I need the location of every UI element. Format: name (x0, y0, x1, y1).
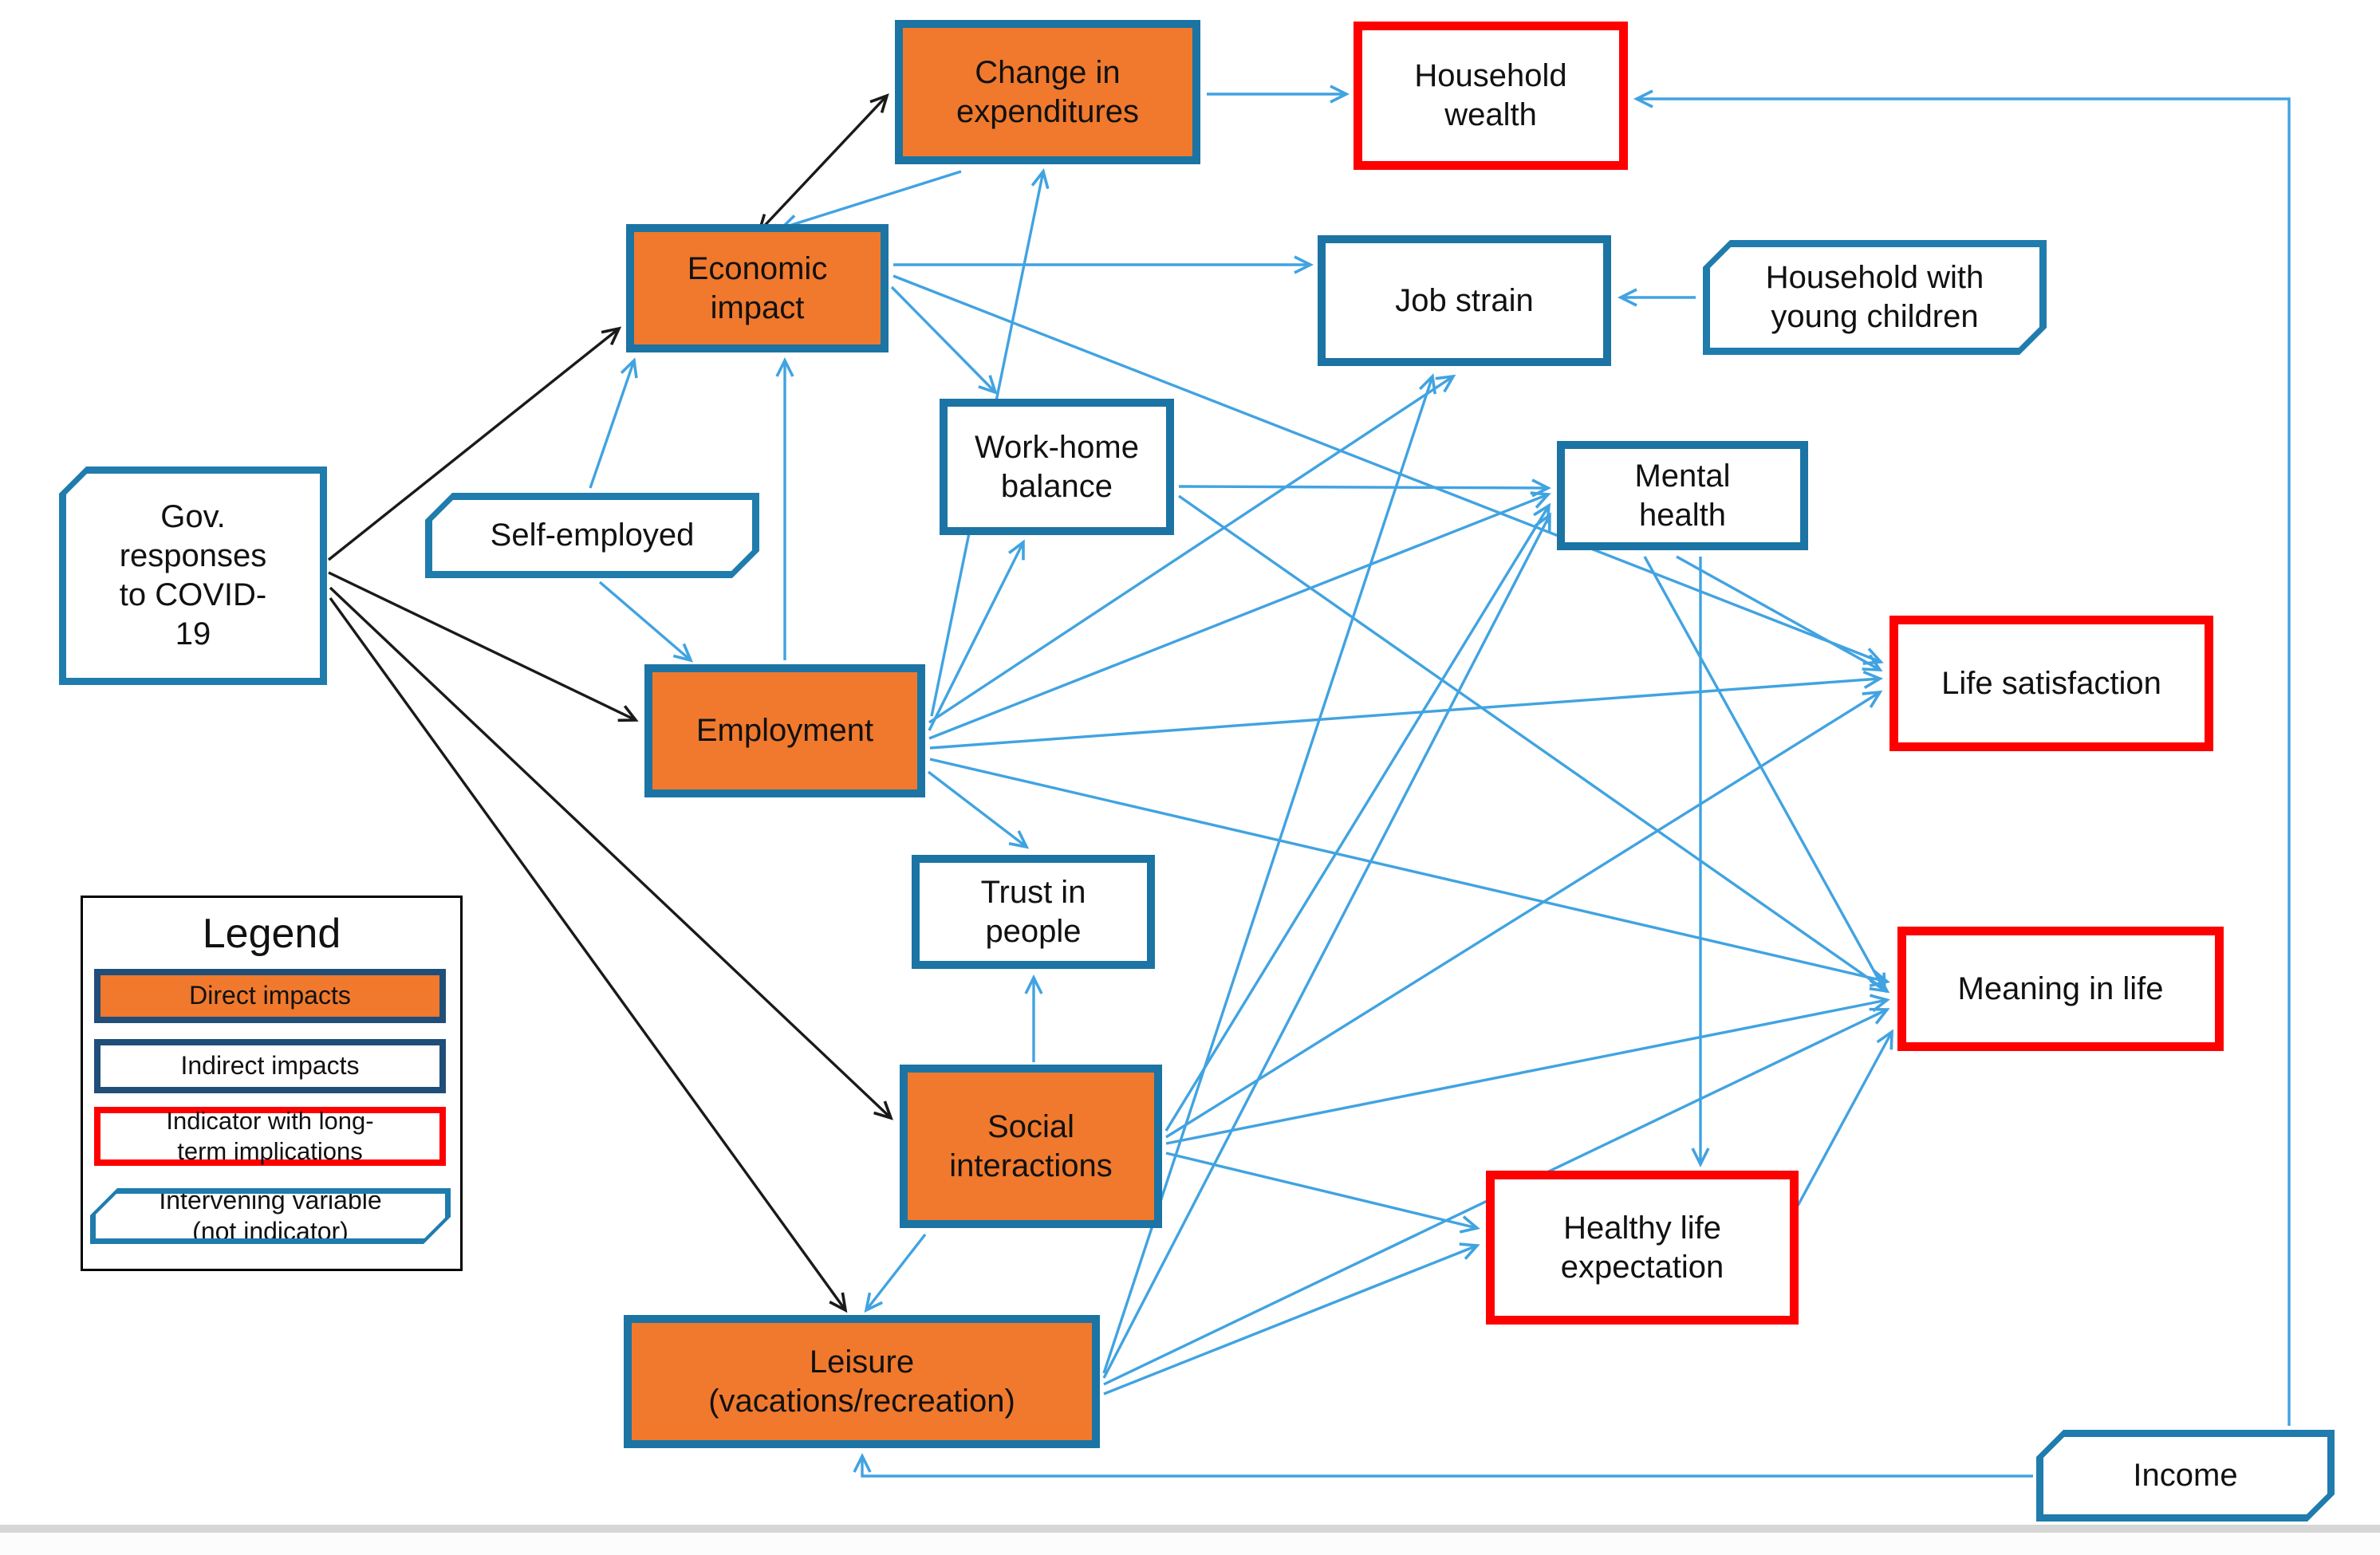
edge-employment-to-life_satisfaction (929, 670, 1884, 750)
node-household_children: Household with young children (1703, 240, 2047, 355)
node-employment: Employment (644, 664, 925, 797)
edge-gov_responses-to-social_interactions (329, 586, 893, 1120)
node-gov_responses: Gov. responses to COVID- 19 (59, 467, 327, 685)
node-label-healthy_life: Healthy life expectation (1495, 1179, 1790, 1316)
node-self_employed: Self-employed (425, 493, 759, 578)
edge-work_home_balance-to-meaning_life (1178, 494, 1890, 994)
edge-economic_impact-to-work_home_balance (890, 285, 998, 395)
node-label-mental_health: Mental health (1565, 449, 1800, 542)
edge-income-to-household_wealth (1633, 89, 2291, 1426)
edge-gov_responses-to-employment (328, 571, 639, 722)
edge-mental_health-to-life_satisfaction (1676, 555, 1883, 671)
edge-healthy_life-to-meaning_life (1796, 1029, 1893, 1207)
node-legend_indirect: Indirect impacts (94, 1039, 446, 1093)
node-label-social_interactions: Social interactions (908, 1073, 1154, 1220)
edge-leisure-to-healthy_life (1103, 1242, 1480, 1396)
edge-employment-to-work_home_balance (928, 539, 1025, 731)
node-income: Income (2036, 1430, 2335, 1522)
edge-employment-to-meaning_life (929, 758, 1890, 987)
node-social_interactions: Social interactions (900, 1065, 1162, 1228)
edge-employment-to-trust_people (927, 770, 1030, 849)
node-label-life_satisfaction: Life satisfaction (1898, 624, 2205, 742)
edge-mental_health-to-meaning_life (1643, 556, 1886, 994)
edge-employment-to-mental_health (928, 491, 1551, 740)
node-life_satisfaction: Life satisfaction (1889, 616, 2213, 751)
node-label-work_home_balance: Work-home balance (948, 407, 1166, 527)
window-bottom-bar (0, 1525, 2380, 1533)
legend-title: Legend (202, 911, 341, 957)
edge-change_expenditures-to-economic_impact (778, 170, 962, 233)
node-label-meaning_life: Meaning in life (1906, 935, 2215, 1042)
edge-economic_impact-to-life_satisfaction (892, 274, 1884, 665)
node-household_wealth: Household wealth (1354, 22, 1628, 170)
node-economic_impact: Economic impact (626, 224, 889, 352)
edge-social_interactions-to-healthy_life (1165, 1151, 1480, 1234)
edge-social_interactions-to-leisure (864, 1233, 927, 1313)
node-label-gov_responses: Gov. responses to COVID- 19 (66, 474, 320, 678)
node-label-legend_indirect: Indirect impacts (100, 1045, 439, 1087)
window-bottom-area (0, 1533, 2380, 1555)
edge-social_interactions-to-meaning_life (1165, 994, 1890, 1145)
node-label-income: Income (2043, 1437, 2327, 1514)
node-legend_intervening: Intervening variable (not indicator) (90, 1188, 451, 1244)
edge-economic_impact-to-change_expenditures (757, 93, 889, 234)
edge-work_home_balance-to-mental_health (1178, 478, 1552, 498)
edge-self_employed-to-economic_impact (589, 357, 638, 489)
edge-social_interactions-to-mental_health (1164, 502, 1551, 1132)
node-label-trust_people: Trust in people (920, 863, 1147, 961)
node-mental_health: Mental health (1557, 441, 1808, 550)
node-healthy_life: Healthy life expectation (1486, 1171, 1799, 1325)
node-change_expenditures: Change in expenditures (895, 20, 1200, 164)
edge-employment-to-job_strain (928, 374, 1456, 724)
node-label-self_employed: Self-employed (432, 500, 752, 571)
edge-income-to-leisure (853, 1452, 2033, 1478)
node-job_strain: Job strain (1318, 235, 1611, 366)
node-legend_direct: Direct impacts (94, 969, 446, 1023)
edge-gov_responses-to-leisure (329, 597, 848, 1313)
node-label-change_expenditures: Change in expenditures (903, 28, 1192, 156)
node-work_home_balance: Work-home balance (940, 399, 1174, 535)
edge-leisure-to-mental_health (1102, 512, 1551, 1379)
node-legend_indicator: Indicator with long- term implications (94, 1107, 446, 1166)
edge-gov_responses-to-economic_impact (327, 326, 622, 561)
node-label-economic_impact: Economic impact (634, 232, 881, 344)
node-label-legend_indicator: Indicator with long- term implications (100, 1107, 439, 1165)
node-label-household_wealth: Household wealth (1362, 30, 1619, 161)
node-label-leisure: Leisure (vacations/recreation) (632, 1323, 1092, 1440)
edge-social_interactions-to-life_satisfaction (1165, 690, 1883, 1139)
node-label-legend_intervening: Intervening variable (not indicator) (96, 1194, 445, 1238)
node-label-employment: Employment (652, 672, 917, 789)
edge-self_employed-to-employment (598, 581, 694, 663)
node-meaning_life: Meaning in life (1897, 927, 2224, 1051)
node-leisure: Leisure (vacations/recreation) (624, 1315, 1100, 1448)
node-trust_people: Trust in people (912, 855, 1155, 969)
node-label-household_children: Household with young children (1710, 247, 2039, 348)
node-label-job_strain: Job strain (1326, 243, 1603, 358)
node-label-legend_direct: Direct impacts (100, 975, 439, 1017)
